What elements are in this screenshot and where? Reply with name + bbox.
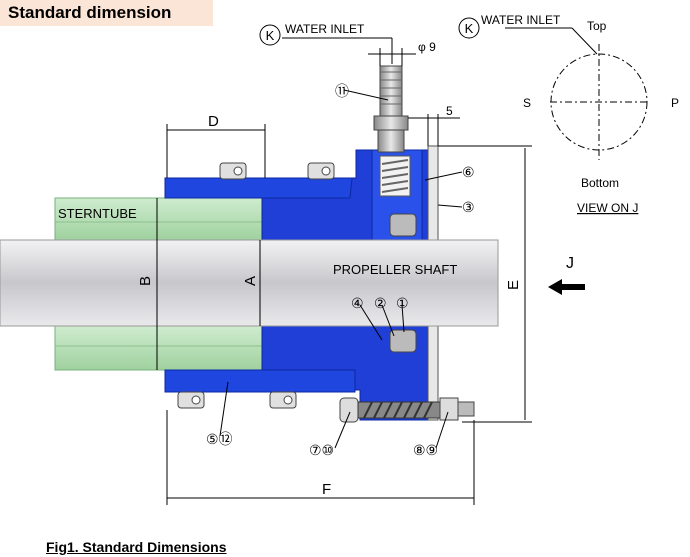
dimension-e: E: [505, 280, 522, 290]
k-symbol-main: K: [266, 28, 275, 43]
title-background: [0, 0, 213, 26]
five-label: 5: [446, 104, 453, 118]
dimension-f: F: [322, 481, 331, 498]
view-on-j-label: VIEW ON J: [577, 201, 638, 215]
dimension-a: A: [242, 276, 259, 286]
water-inlet-fitting: [373, 65, 409, 153]
page-title: Standard dimension: [8, 3, 172, 22]
j-label: J: [566, 255, 574, 272]
part-1: ①: [396, 295, 409, 311]
bottom-label: Bottom: [581, 176, 619, 190]
part-8-9: ⑧⑨: [413, 442, 438, 458]
top-label: Top: [587, 19, 607, 33]
clamp-bolts: [177, 162, 335, 409]
k-symbol-main-circle: [259, 24, 281, 46]
leader-lines: [219, 89, 463, 449]
seal-housing-upper: [164, 145, 439, 241]
sterntube-label: STERNTUBE: [58, 206, 137, 221]
lower-spring-bolt: [339, 397, 475, 423]
k-symbol-view: K: [465, 21, 474, 36]
j-arrow: [548, 279, 585, 295]
dimension-d: D: [208, 113, 219, 130]
view-on-j-diagram: [458, 17, 648, 160]
part-7-10: ⑦⑩: [309, 442, 334, 458]
dimension-lines: [156, 37, 532, 505]
part-3: ③: [462, 199, 475, 215]
propeller-shaft: [0, 239, 499, 327]
propeller-shaft-label: PROPELLER SHAFT: [333, 262, 457, 277]
water-inlet-view-label: WATER INLET: [481, 13, 561, 27]
water-inlet-label: WATER INLET: [285, 22, 365, 36]
p-label: P: [671, 96, 679, 110]
figure-caption: Fig1. Standard Dimensions: [46, 539, 227, 555]
seal-housing-lower: [164, 325, 439, 421]
part-2: ②: [374, 295, 387, 311]
s-label: S: [523, 96, 531, 110]
dimension-b: B: [137, 276, 154, 286]
part-4: ④: [351, 295, 364, 311]
part-6: ⑥: [462, 164, 475, 180]
part-11: ⑪: [335, 83, 349, 99]
part-5-12: ⑤⑫: [206, 431, 233, 447]
phi9-label: φ 9: [418, 40, 436, 54]
